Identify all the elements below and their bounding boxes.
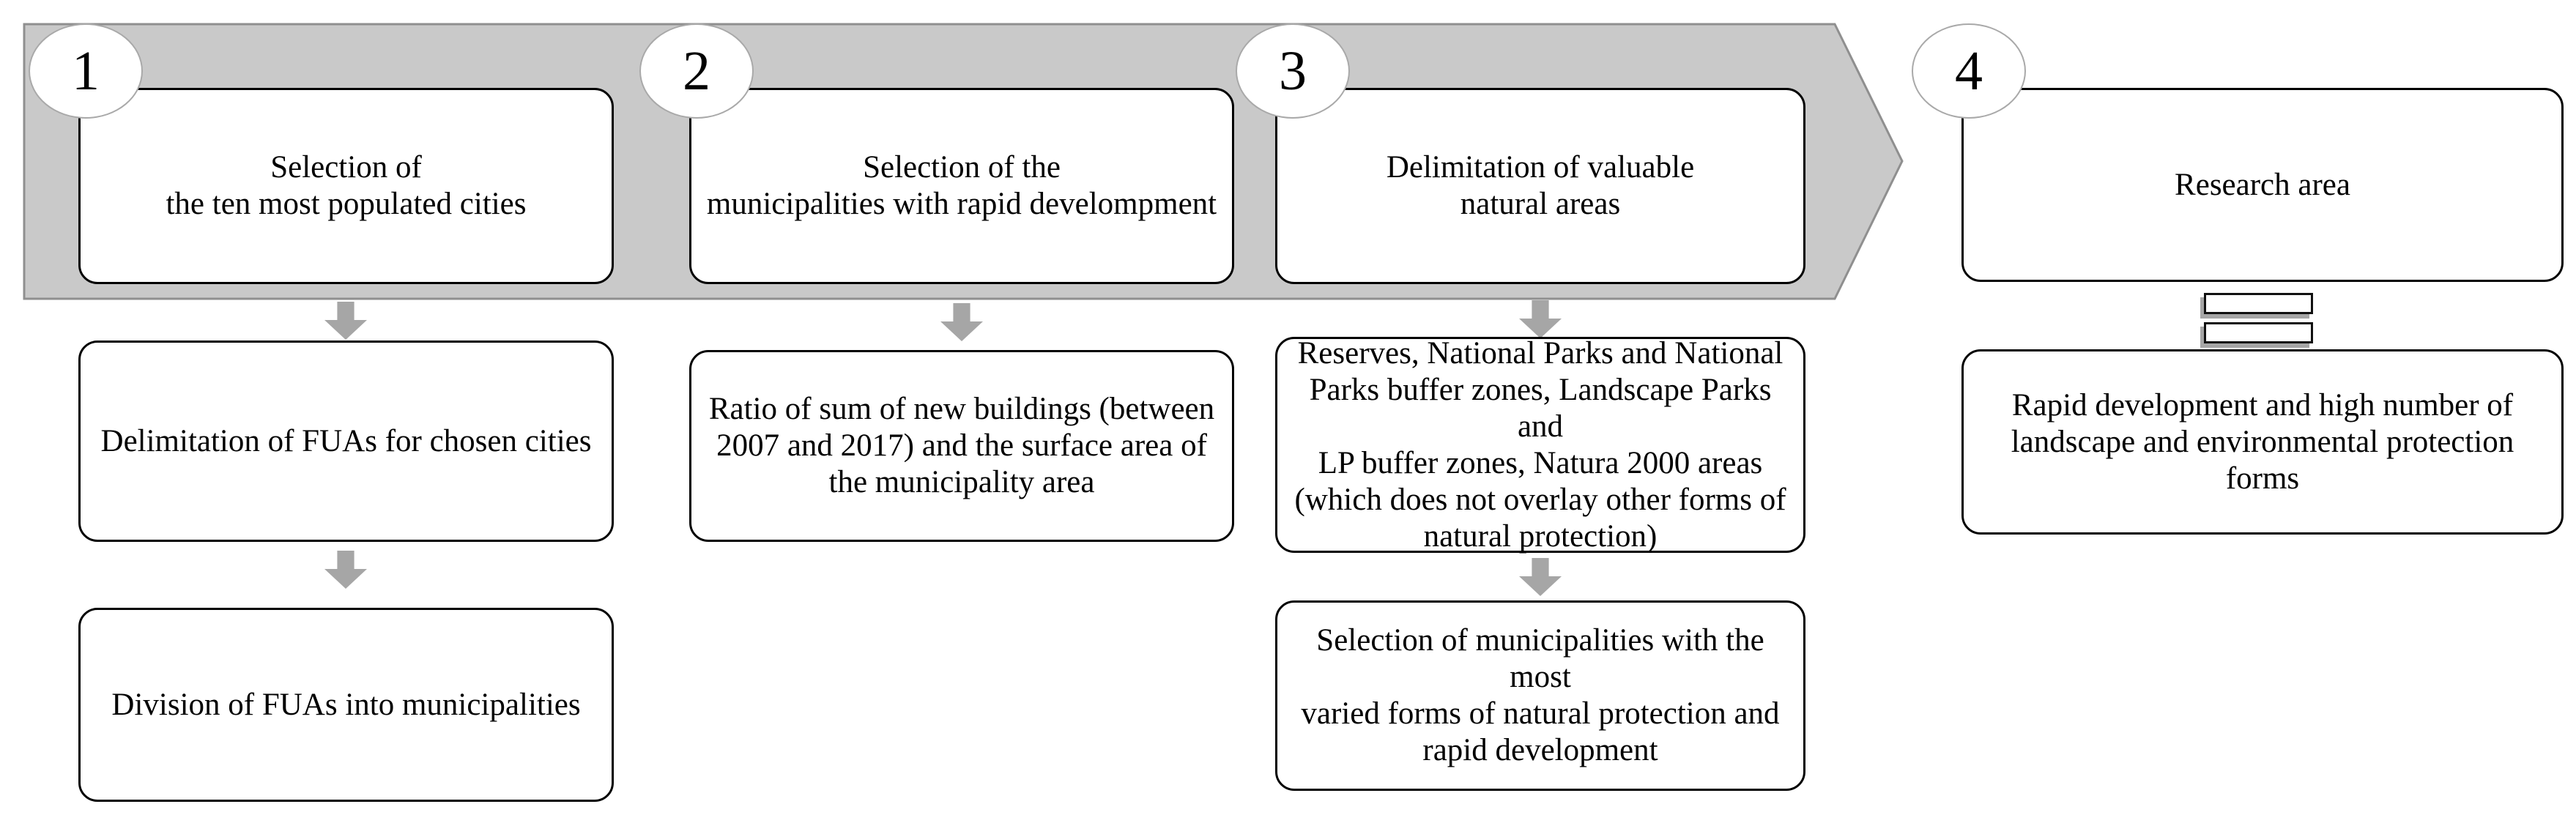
equals-icon <box>2204 293 2313 343</box>
step3-sub1-text: Reserves, National Parks and National Pa… <box>1294 335 1786 554</box>
step4-title: Research area <box>2175 167 2350 202</box>
step3-box: Delimitation of valuable natural areas <box>1275 88 1805 284</box>
step2-sub1-text: Ratio of sum of new buildings (between 2… <box>708 392 1215 499</box>
step2-number-badge: 2 <box>639 23 754 119</box>
step1-sub2-text: Division of FUAs into municipalities <box>111 687 581 722</box>
step4-sub1-box: Rapid development and high number of lan… <box>1961 349 2564 535</box>
step1-sub2-box: Division of FUAs into municipalities <box>78 608 614 802</box>
step1-number: 1 <box>72 40 100 102</box>
step4-box: Research area <box>1961 88 2564 282</box>
step3-sub1-box: Reserves, National Parks and National Pa… <box>1275 335 1805 554</box>
step1-number-badge: 1 <box>29 23 143 119</box>
equals-bar <box>2204 322 2313 343</box>
step3-number-badge: 3 <box>1236 23 1350 119</box>
step3-number: 3 <box>1279 40 1307 102</box>
step2-sub1-box: Ratio of sum of new buildings (between 2… <box>689 350 1234 542</box>
step2-number: 2 <box>683 40 710 102</box>
step2-box: Selection of the municipalities with rap… <box>689 88 1234 284</box>
step1-sub1-box: Delimitation of FUAs for chosen cities <box>78 340 614 542</box>
step3-title: Delimitation of valuable natural areas <box>1386 150 1695 221</box>
step1-box: Selection of the ten most populated citi… <box>78 88 614 284</box>
step4-sub1-text: Rapid development and high number of lan… <box>2011 387 2514 496</box>
step2-title: Selection of the municipalities with rap… <box>706 150 1217 221</box>
step4-number: 4 <box>1955 40 1983 102</box>
step3-sub2-text: Selection of municipalities with the mos… <box>1301 623 1780 767</box>
equals-bar <box>2204 293 2313 314</box>
step1-sub1-text: Delimitation of FUAs for chosen cities <box>100 423 592 458</box>
step1-title: Selection of the ten most populated citi… <box>166 150 527 221</box>
step3-sub2-box: Selection of municipalities with the mos… <box>1275 600 1805 791</box>
step4-number-badge: 4 <box>1912 23 2026 119</box>
